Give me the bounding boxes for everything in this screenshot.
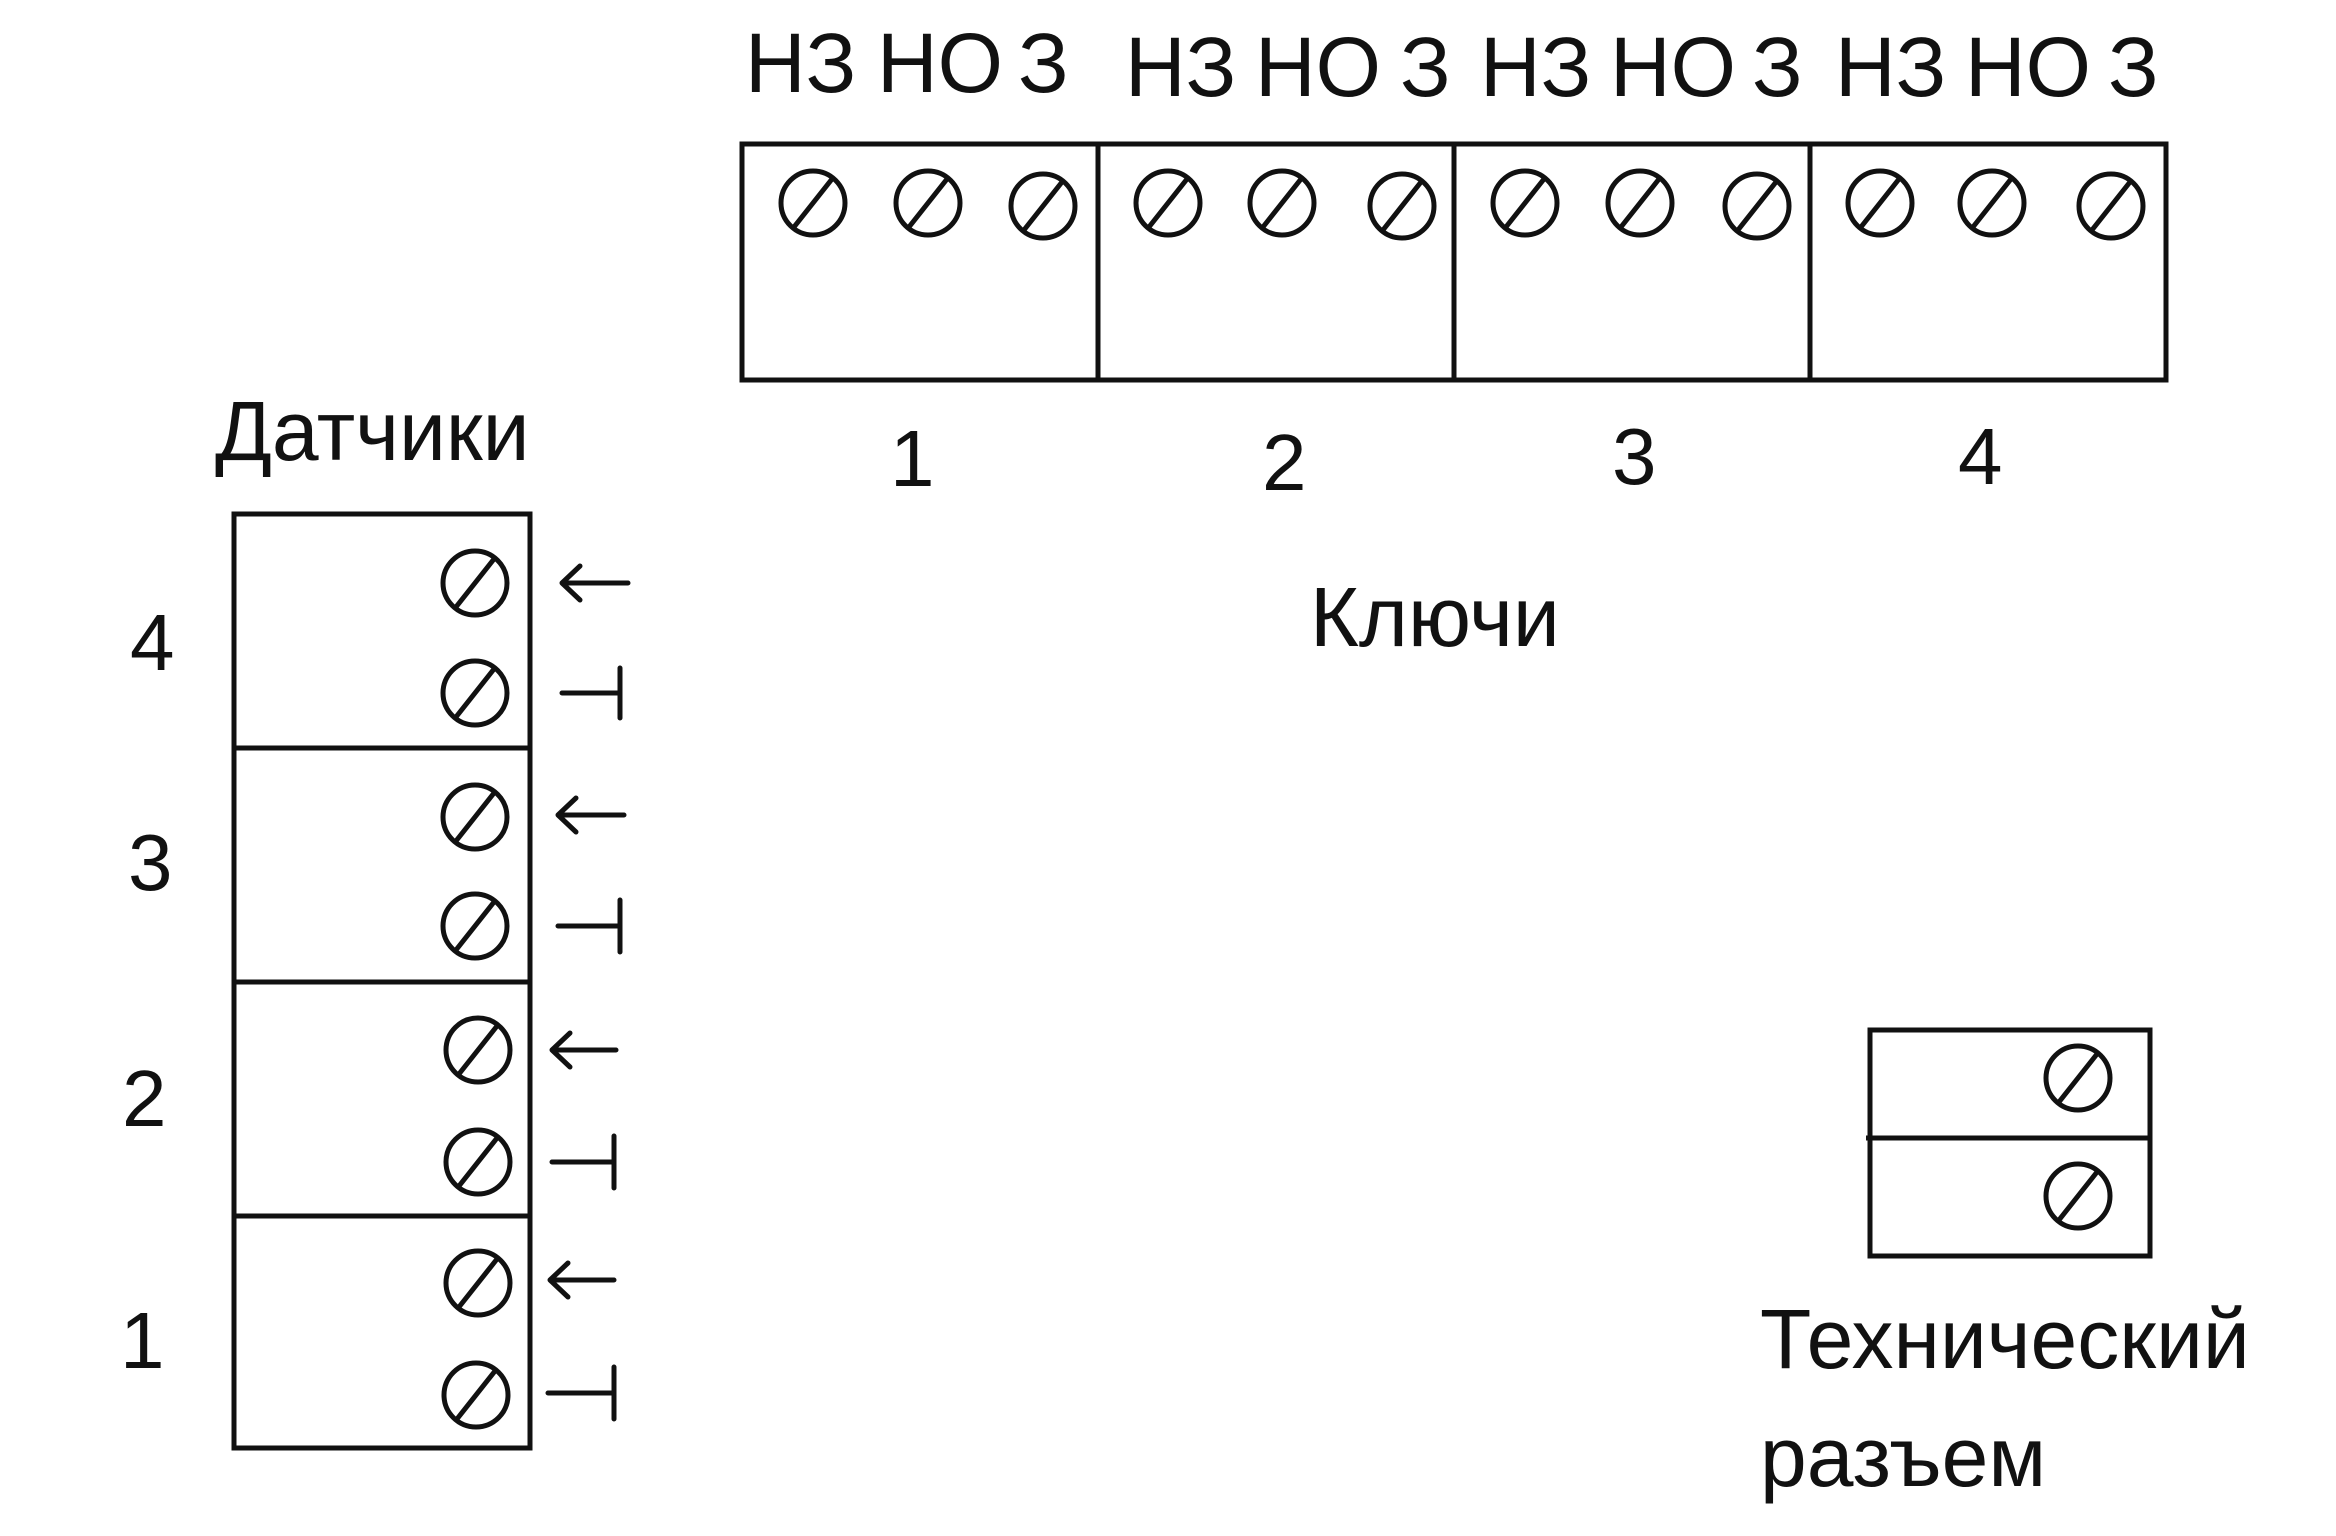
tech-connector-title-line1: Технический [1760, 1292, 2250, 1386]
arrow-left-icon [555, 795, 627, 835]
screw-terminal-icon [440, 658, 510, 728]
arrow-left-icon [549, 1030, 619, 1070]
screw-terminal-icon [1367, 171, 1437, 241]
sensor-screws [440, 548, 513, 1430]
contact-label-no: НО [1610, 20, 1736, 114]
screw-terminal-icon [2043, 1161, 2113, 1231]
sensors-title: Датчики [215, 384, 530, 478]
key-screws [778, 168, 2146, 241]
screw-terminal-icon [1605, 168, 1675, 238]
sensor-channel-number: 4 [130, 598, 175, 687]
contact-label-no: НО [877, 16, 1003, 110]
screw-terminal-icon [1490, 168, 1560, 238]
screw-terminal-icon [440, 548, 510, 618]
keys-block: НЗ НО З НЗ НО З НЗ НО З НЗ НО З [739, 16, 2169, 664]
ground-tee-icon [545, 1364, 617, 1422]
key-group-number: 3 [1612, 412, 1657, 501]
key-terminal-block-4 [1807, 141, 2169, 383]
tech-connector-terminal-block [1867, 1027, 2153, 1259]
contact-label-nc: НЗ [1835, 20, 1946, 114]
contact-label-com: З [1400, 20, 1451, 114]
screw-terminal-icon [1133, 168, 1203, 238]
screw-terminal-icon [1722, 171, 1792, 241]
key-group-number: 4 [1958, 412, 2003, 501]
screw-terminal-icon [443, 1015, 513, 1085]
contact-label-nc: НЗ [745, 16, 856, 110]
screw-terminal-icon [443, 1127, 513, 1197]
screw-terminal-icon [2043, 1043, 2113, 1113]
sensor-channel-number: 3 [128, 818, 173, 907]
contact-label-nc: НЗ [1125, 20, 1236, 114]
sensor-terminal-block-1 [231, 1213, 533, 1451]
ground-tee-icon [549, 1133, 617, 1191]
sensors-block: Датчики 4 3 2 1 [120, 384, 631, 1451]
key-group-number: 2 [1262, 418, 1307, 507]
contact-label-no: НО [1255, 20, 1381, 114]
screw-terminal-icon [1247, 168, 1317, 238]
screw-terminal-icon [893, 168, 963, 238]
contact-label-no: НО [1965, 20, 2091, 114]
arrow-left-icon [559, 563, 631, 603]
arrow-left-icon [547, 1260, 617, 1300]
screw-terminal-icon [1845, 168, 1915, 238]
screw-terminal-icon [1008, 171, 1078, 241]
tech-connector-block: Технический разъем [1760, 1027, 2250, 1504]
screw-terminal-icon [2076, 171, 2146, 241]
contact-label-com: З [1018, 16, 1069, 110]
sensor-symbols [545, 563, 631, 1422]
screw-terminal-icon [1957, 168, 2027, 238]
contact-label-com: З [2108, 20, 2159, 114]
screw-terminal-icon [440, 782, 510, 852]
tech-connector-title-line2: разъем [1760, 1410, 2046, 1504]
keys-contact-labels: НЗ НО З НЗ НО З НЗ НО З НЗ НО З [745, 16, 2159, 114]
contact-label-com: З [1752, 20, 1803, 114]
ground-tee-icon [559, 665, 623, 721]
screw-terminal-icon [443, 1248, 513, 1318]
key-group-number: 1 [890, 414, 935, 503]
ground-tee-icon [555, 897, 623, 955]
sensor-channel-number: 1 [120, 1296, 165, 1385]
contact-label-nc: НЗ [1480, 20, 1591, 114]
screw-terminal-icon [440, 891, 510, 961]
screw-terminal-icon [441, 1360, 511, 1430]
keys-title: Ключи [1310, 570, 1560, 664]
sensor-channel-number: 2 [122, 1054, 167, 1143]
screw-terminal-icon [778, 168, 848, 238]
